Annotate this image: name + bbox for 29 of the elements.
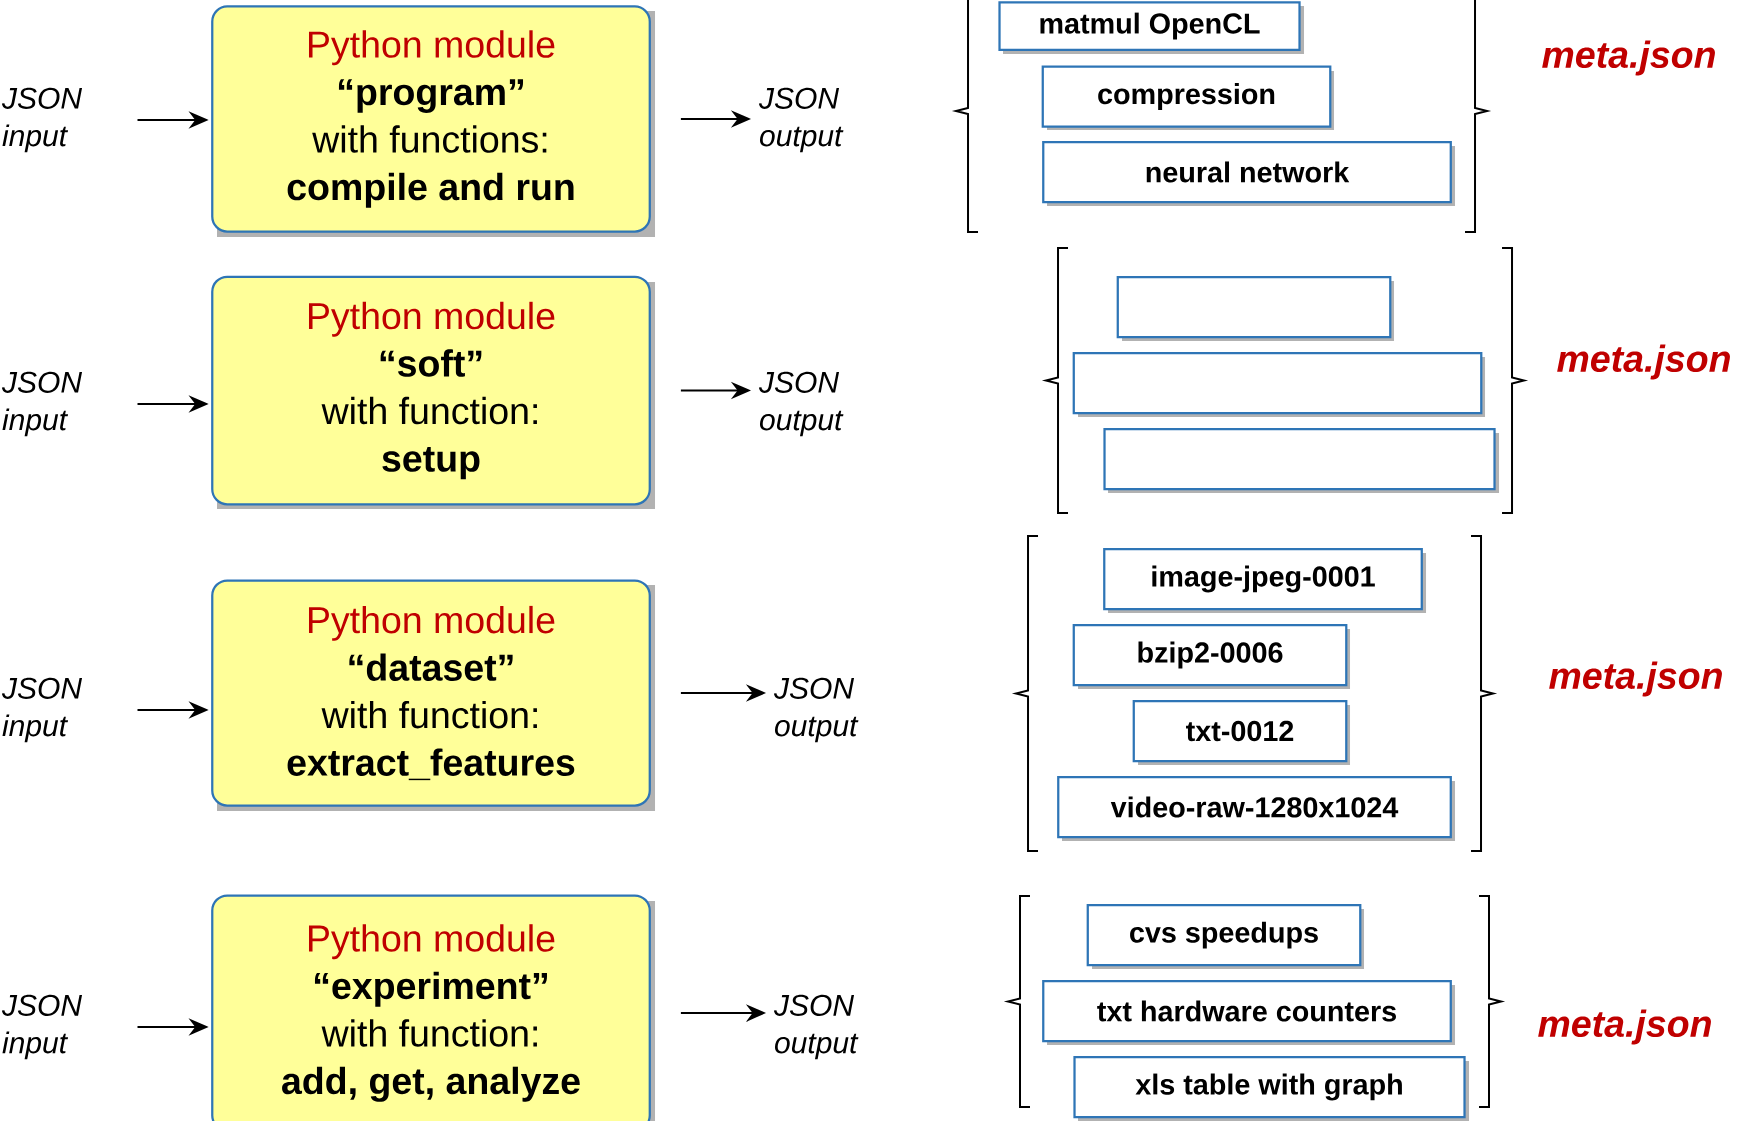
text-box: neural network [1042,140,1455,206]
file-name: meta.json [1557,344,1730,380]
text-box: txt-0012 [1132,699,1350,765]
text-label: JSON output [773,994,859,1060]
text-label: JSON input [1,677,83,743]
text-box: txt hardware counters [1042,979,1455,1045]
module-box: Python module “experiment” with function: add, get, analyze [211,894,655,1121]
text-label: JSON input [1,371,83,437]
text-label: JSON input [1,994,83,1060]
text-box: matmul OpenCL [998,1,1304,54]
text-box: compression [1041,65,1334,130]
module-box: Python module “program” with functions: compile and run [211,5,655,237]
file-name: meta.json [1538,1009,1711,1045]
text-label: JSON output [773,677,859,743]
text-label: JSON output [758,87,844,153]
file-name: meta.json [1549,661,1722,697]
text-box: xls table with graph [1073,1055,1469,1121]
text-box: image-jpeg-0001 [1103,547,1427,613]
text-box: video-raw-1280x1024 [1057,775,1455,841]
text-box: cvs speedups [1086,903,1364,969]
file-name: meta.json [1542,40,1715,76]
text-box: bzip2-0006 [1072,623,1350,689]
empty-box [1116,275,1394,341]
text-label: JSON output [758,371,844,437]
module-box: Python module “dataset” with function: extract_features [211,579,655,811]
empty-box [1103,427,1499,493]
text-label: JSON input [1,87,83,153]
module-box: Python module “soft” with function: setup [211,275,655,509]
empty-box [1072,351,1486,417]
